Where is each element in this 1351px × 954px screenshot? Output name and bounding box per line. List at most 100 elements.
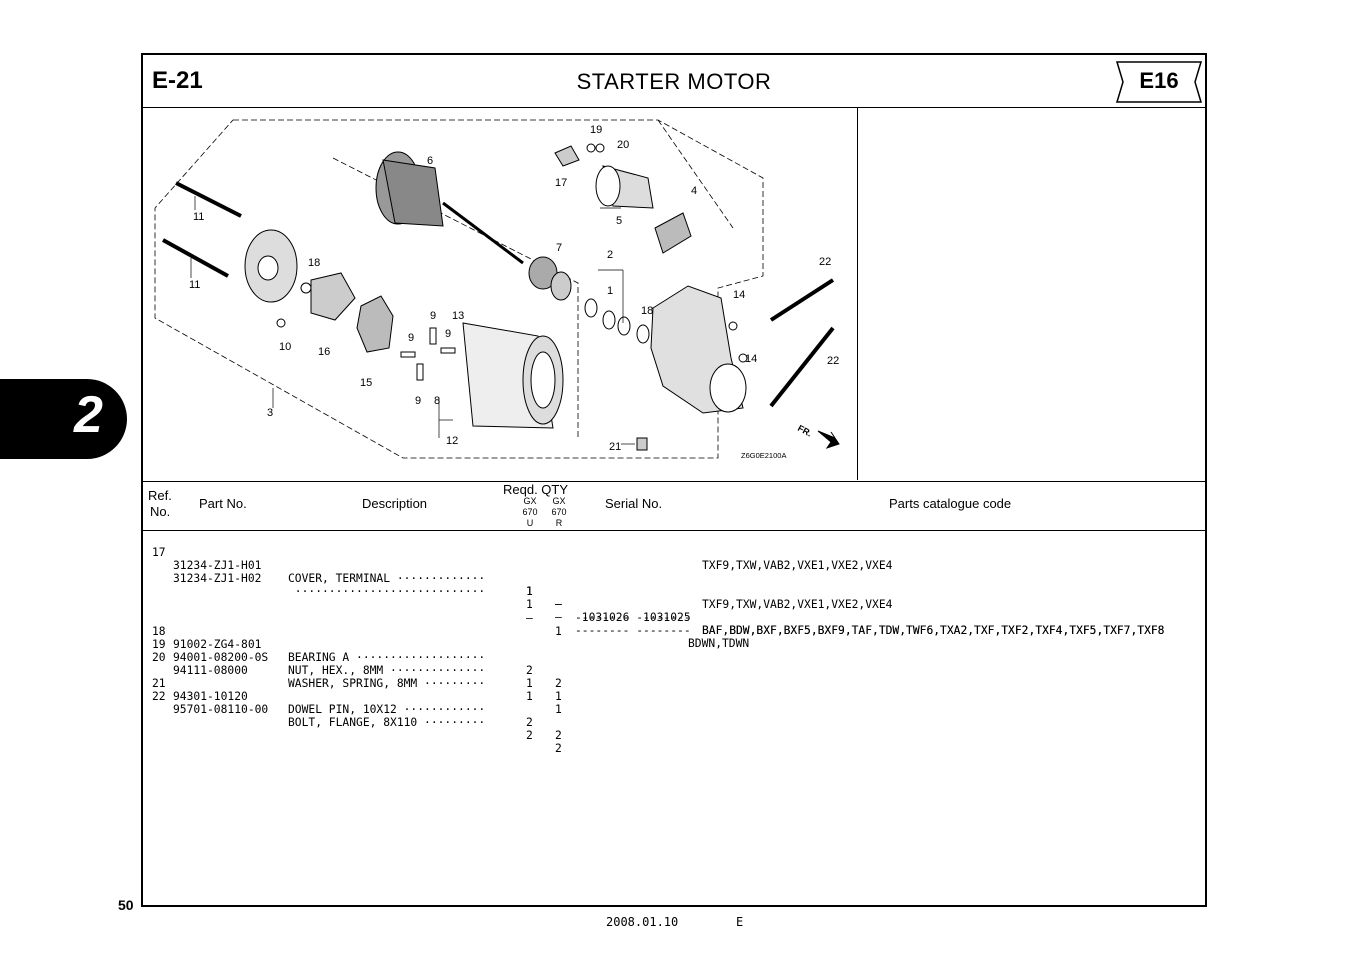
callout: 9 [408, 332, 414, 344]
parts-drawing [162, 143, 840, 451]
cell-qty-u: 1 [526, 690, 533, 703]
callout: 9 [445, 328, 451, 340]
section-tab: 2 [0, 379, 127, 459]
cell-qty-u: 1 [526, 598, 533, 611]
callout: 9 [430, 310, 436, 322]
cell-serial: -------- -------- [575, 624, 691, 637]
figure-code: Z6G0E2100A [741, 451, 786, 460]
col-part-no: Part No. [199, 496, 247, 511]
cell-qty-r: 1 [555, 690, 562, 703]
cell-qty-r: 1 [555, 625, 562, 638]
cell-qty-u: – [526, 612, 533, 625]
cell-qty-r: – [555, 598, 562, 611]
callout: 20 [617, 139, 629, 151]
cell-description: WASHER, SPRING, 8MM ········· [288, 677, 486, 690]
table-row: 19 94001-08200-0S NUT, HEX., 8MM ·······… [143, 625, 562, 703]
col-catalogue-code: Parts catalogue code [889, 496, 1012, 511]
callout: 18 [308, 257, 320, 269]
table-row: TXF9,TXW,VAB2,VXE1,VXE2,VXE4 [143, 546, 892, 572]
table-row: 1 – 1031026 -------- BAF,BDW,BXF,BXF5,BX… [143, 572, 1165, 637]
cell-part-no: 94001-08200-0S [173, 651, 269, 664]
col-qty-u-gx: GX [523, 496, 537, 506]
table-row: 17 31234-ZJ1-H01 COVER, TERMINAL ·······… [143, 533, 1165, 637]
table-row: 20 94111-08000 WASHER, SPRING, 8MM ·····… [143, 638, 562, 716]
cell-qty-u: 1 [526, 585, 533, 598]
callout: 22 [819, 256, 831, 268]
cell-part-no: 31234-ZJ1-H02 [173, 572, 262, 585]
diagram-svg: 19 20 6 17 4 5 11 11 7 2 22 1 18 18 14 9… [154, 119, 840, 460]
page-title: STARTER MOTOR [576, 69, 772, 94]
assembly-outline [154, 119, 764, 459]
callout: 12 [446, 435, 458, 447]
cell-part-no: 95701-08110-00 [173, 703, 269, 716]
callout: 3 [267, 407, 273, 419]
cell-codes: BAF,BDW,BXF,BXF5,BXF9,TAF,TDW,TWF6,TXA2,… [702, 624, 1165, 637]
col-qty-r-gx: GX [552, 496, 566, 506]
cell-serial: 1031026 -------- [575, 611, 691, 624]
cell-qty-u: 1 [526, 677, 533, 690]
cell-ref: 20 [152, 651, 166, 664]
badge-frame [1115, 61, 1203, 103]
callout: 18 [641, 305, 653, 317]
callout: 5 [616, 215, 622, 227]
parts-page-frame: E-21 STARTER MOTOR E16 [141, 53, 1207, 907]
cell-qty-r: – [555, 611, 562, 624]
leader-lines [190, 196, 635, 445]
page-header: E-21 STARTER MOTOR E16 [143, 55, 1205, 108]
col-description: Description [362, 496, 428, 511]
exploded-diagram: 19 20 6 17 4 5 11 11 7 2 22 1 18 18 14 9… [143, 108, 858, 480]
cell-qty-r: – [555, 598, 562, 611]
cell-codes: BDWN,TDWN [688, 637, 750, 650]
col-no: No. [150, 504, 171, 519]
cell-ref: 18 [152, 625, 166, 638]
callout: 11 [189, 279, 200, 291]
col-qty-u-type: U [526, 518, 534, 528]
cell-description: BOLT, FLANGE, 8X110 ········· [288, 716, 486, 729]
callout: 17 [555, 177, 567, 189]
cell-qty-u: 2 [526, 729, 533, 742]
cell-description: NUT, HEX., 8MM ·············· [288, 664, 486, 677]
cell-part-no: 91002-ZG4-801 [173, 638, 262, 651]
cell-qty-r: 2 [555, 742, 562, 755]
table-row: 21 94301-10120 DOWEL PIN, 10X12 ········… [143, 664, 562, 742]
section-tab-label: 2 [74, 386, 103, 444]
callout: 9 [415, 395, 421, 407]
callout: 7 [556, 242, 562, 254]
callout: 13 [452, 310, 464, 322]
cell-ref: 22 [152, 690, 166, 703]
section-code: E-21 [152, 67, 203, 94]
cell-description: ···························· [288, 585, 486, 598]
callout: 2 [607, 249, 613, 261]
callout: 21 [609, 441, 621, 453]
callout: 8 [434, 395, 440, 407]
table-row: 22 95701-08110-00 BOLT, FLANGE, 8X110 ··… [143, 677, 562, 755]
col-reqd-qty: Reqd. QTY [503, 482, 569, 497]
col-serial-no: Serial No. [605, 496, 663, 511]
table-row: 18 91002-ZG4-801 BEARING A ·············… [143, 612, 562, 690]
footer-date: 2008.01.10 [606, 915, 679, 929]
group-badge: E16 [1113, 60, 1203, 104]
table-row: TXF9,TXW,VAB2,VXE1,VXE2,VXE4 [143, 585, 892, 611]
cell-qty-u: 2 [526, 716, 533, 729]
callout: 11 [193, 211, 204, 223]
cell-codes: TXF9,TXW,VAB2,VXE1,VXE2,VXE4 [702, 598, 893, 611]
cell-serial: -------- 1031025 [575, 611, 691, 624]
cell-codes: BAF,BDW,BXF,BXF5,BXF9,TAF,TDW,TWF6,TXA2,… [702, 624, 1165, 637]
cell-part-no: 94301-10120 [173, 690, 248, 703]
cell-description: DOWEL PIN, 10X12 ············ [288, 703, 486, 716]
cell-ref: 17 [152, 546, 166, 559]
cell-part-no: 94111-08000 [173, 664, 248, 677]
table-row: 31234-ZJ1-H02 ··························… [143, 559, 749, 650]
callout: 14 [733, 289, 745, 301]
cell-qty-r: 2 [555, 677, 562, 690]
cell-ref: 19 [152, 638, 166, 651]
cell-description: COVER, TERMINAL ············· [288, 572, 486, 585]
callout: 10 [279, 341, 291, 353]
cell-description: BEARING A ··················· [288, 651, 486, 664]
table-row: – 1 [143, 599, 562, 638]
col-qty-r-670: 670 [551, 507, 567, 517]
col-qty-u-670: 670 [522, 507, 538, 517]
callout: 1 [607, 285, 613, 297]
callout: 4 [691, 185, 697, 197]
col-ref: Ref. [148, 488, 172, 503]
